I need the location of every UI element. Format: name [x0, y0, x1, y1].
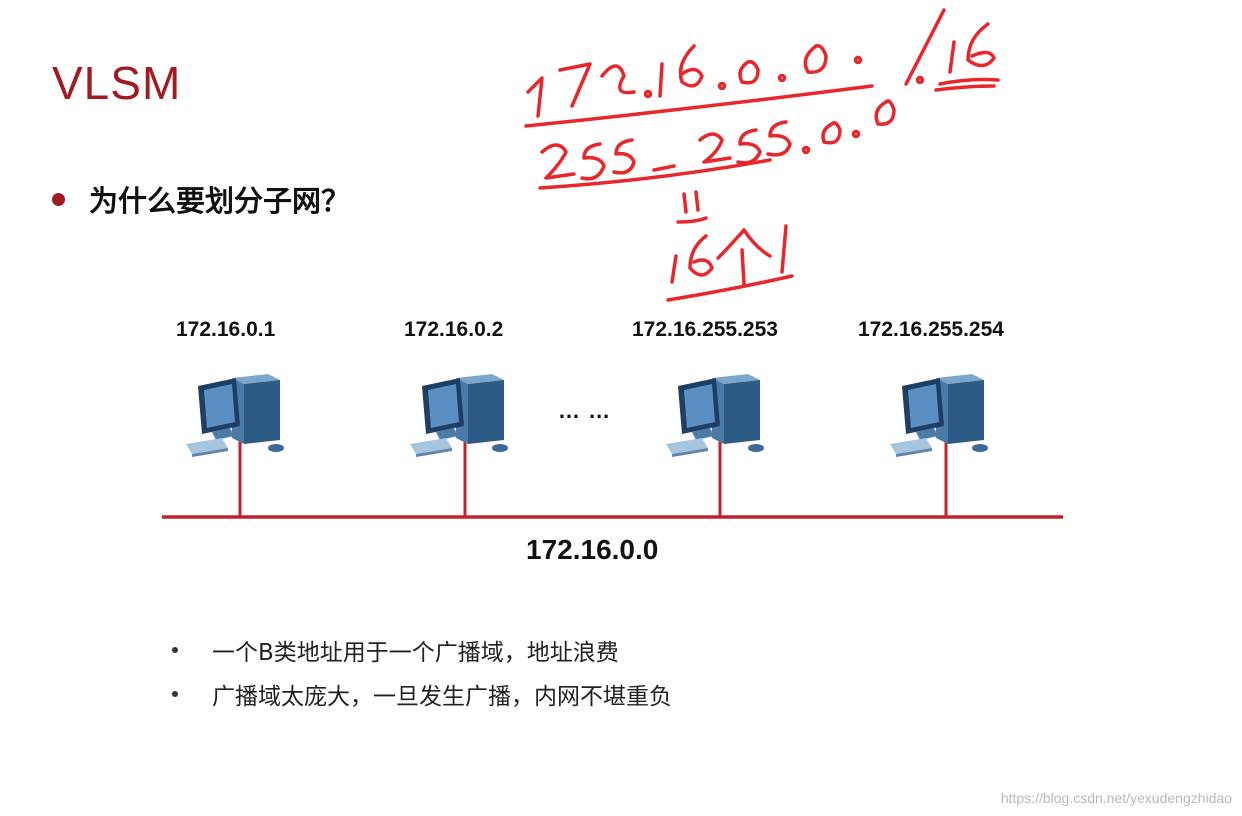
main-bullet-text: 为什么要划分子网？	[89, 184, 351, 218]
host-ip-label-1: 172.16.0.1	[176, 318, 276, 341]
handwritten-note-strokes	[666, 224, 794, 302]
watermark-text: https://blog.csdn.net/yexudengzhidao	[1000, 790, 1232, 806]
slide-title: VLSM	[52, 57, 182, 109]
main-bullet: 为什么要划分子网？	[52, 178, 350, 220]
sub-bullet-dot-icon	[172, 647, 178, 653]
sub-bullet-text: 一个B类地址用于一个广播域，地址浪费	[212, 640, 619, 666]
computer-icon	[890, 374, 988, 457]
host-ip-label-2: 172.16.0.2	[404, 318, 504, 341]
computer-icon	[186, 374, 284, 457]
handwritten-divider-line	[524, 84, 874, 128]
handwritten-prefix-strokes	[526, 8, 1000, 118]
computer-icon	[666, 374, 764, 457]
sub-bullet-text: 广播域太庞大，一旦发生广播，内网不堪重负	[212, 684, 672, 710]
ellipsis-text: … …	[558, 398, 612, 423]
sub-bullet-item: 广播域太庞大，一旦发生广播，内网不堪重负	[172, 672, 672, 716]
handwritten-mask-strokes	[538, 75, 925, 190]
host-ip-label-3: 172.16.255.253	[632, 318, 778, 341]
host-ip-label-4: 172.16.255.254	[858, 318, 1004, 341]
network-address-label: 172.16.0.0	[526, 534, 659, 565]
handwritten-equals-strokes	[676, 190, 708, 224]
computer-icon	[410, 374, 508, 457]
sub-bullet-list: 一个B类地址用于一个广播域，地址浪费 广播域太庞大，一旦发生广播，内网不堪重负	[172, 628, 672, 716]
sub-bullet-item: 一个B类地址用于一个广播域，地址浪费	[172, 628, 672, 672]
bullet-dot-icon	[52, 192, 65, 206]
sub-bullet-dot-icon	[172, 691, 178, 697]
